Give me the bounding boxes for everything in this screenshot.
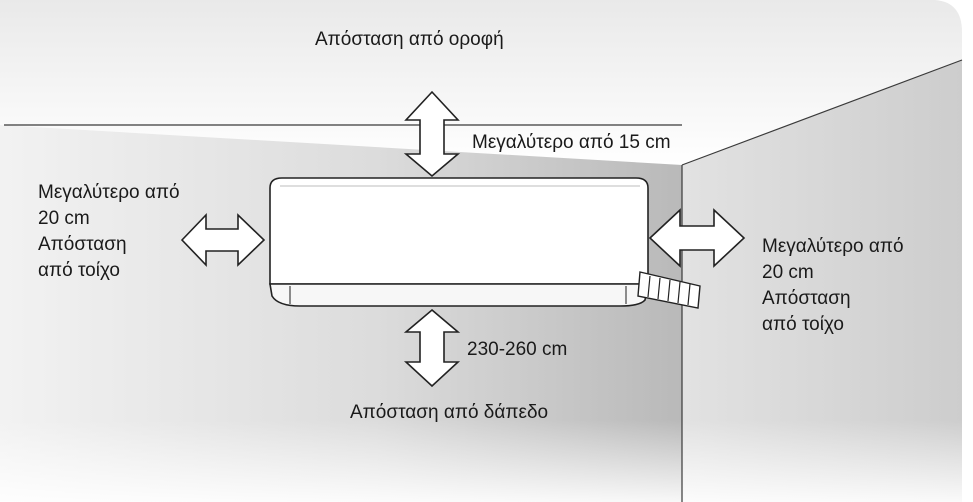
arrow-left-wall-clearance (180, 213, 266, 267)
arrow-ceiling-clearance (403, 90, 461, 178)
right-clearance-line3: Απόσταση (762, 288, 851, 309)
right-clearance-line1: Μεγαλύτερο από (762, 236, 904, 257)
left-clearance-line2: 20 cm (38, 208, 90, 229)
ac-indoor-unit (269, 177, 649, 307)
left-clearance-label: Μεγαλύτερο από 20 cm Απόσταση από τοίχο (38, 180, 180, 284)
floor-height-label: 230-260 cm (467, 339, 568, 360)
left-clearance-line1: Μεγαλύτερο από (38, 182, 180, 203)
right-clearance-line4: από τοίχο (762, 314, 844, 335)
arrow-floor-clearance (403, 308, 461, 388)
floor-fade (0, 420, 973, 502)
drain-hose (637, 271, 701, 309)
top-clearance-label: Μεγαλύτερο από 15 cm (472, 132, 671, 153)
side-ceiling-edge (681, 59, 963, 166)
right-clearance-label: Μεγαλύτερο από 20 cm Απόσταση από τοίχο (762, 234, 904, 338)
ceiling-surface (0, 0, 962, 165)
right-clearance-line2: 20 cm (762, 262, 814, 283)
side-wall (682, 60, 962, 502)
arrow-right-wall-clearance (648, 208, 746, 268)
left-clearance-line4: από τοίχο (38, 260, 120, 281)
left-clearance-line3: Απόσταση (38, 234, 127, 255)
floor-distance-label: Απόσταση από δάπεδο (350, 402, 549, 423)
ceiling-distance-label: Απόσταση από οροφή (315, 29, 504, 50)
